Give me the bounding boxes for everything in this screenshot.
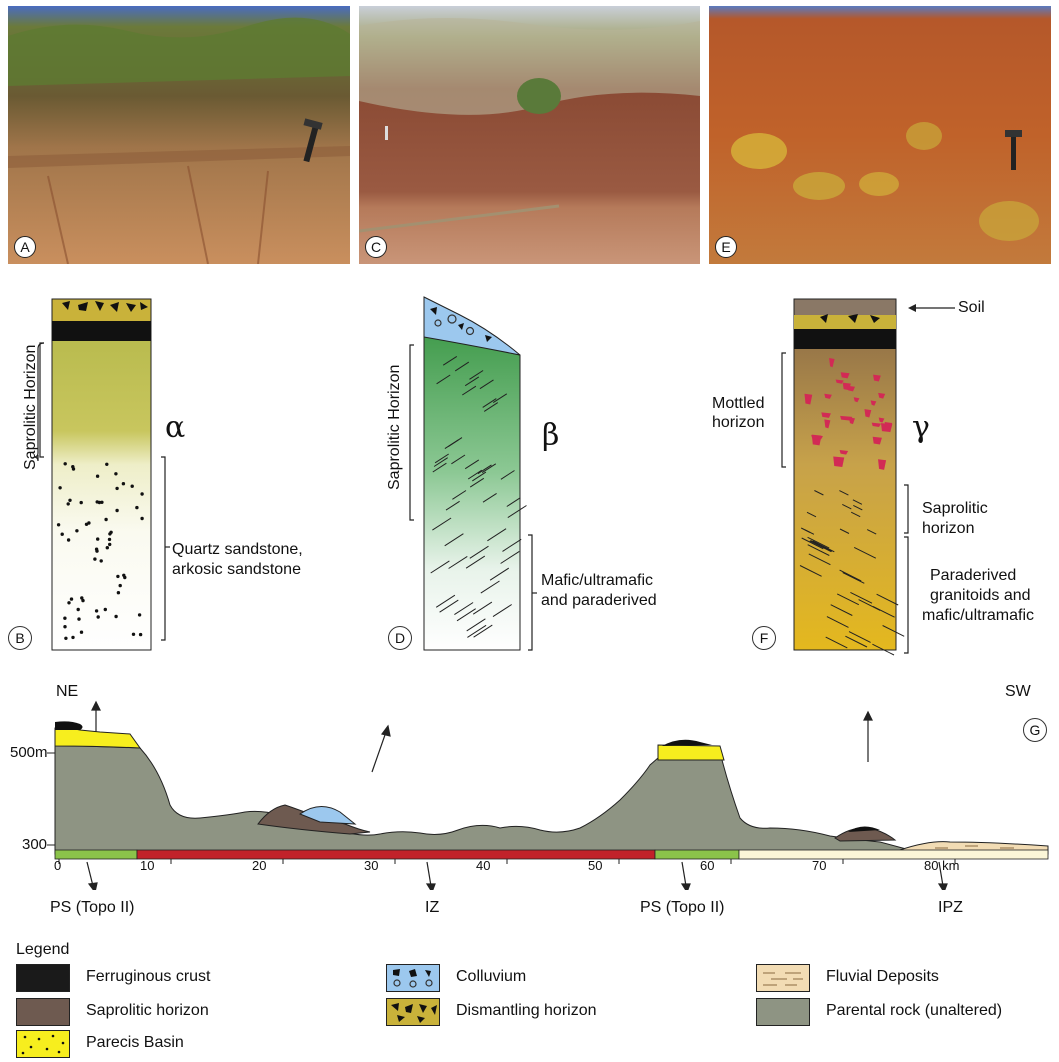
colluvium-icon <box>393 969 433 988</box>
y-tick-300: 300 <box>22 836 48 853</box>
legend-swatch-saprolitic <box>16 998 70 1026</box>
soil-arrow <box>908 304 955 312</box>
b-letter: B <box>8 626 32 650</box>
f-rock-line1: Paraderived <box>930 567 1017 584</box>
column-f <box>793 298 905 656</box>
d-rock-line2: and paraderived <box>541 592 657 609</box>
g-letter: G <box>1023 718 1047 742</box>
photo-e-label: E <box>715 236 737 258</box>
photo-a-image <box>8 6 350 264</box>
f-rock-line3: mafic/ultramafic <box>922 607 1035 624</box>
fluvial-icon <box>763 972 803 986</box>
ne-label: NE <box>56 683 79 700</box>
zone-label-ps-2: PS (Topo II) <box>640 899 725 916</box>
f-rock-line2: granitoids and <box>930 587 1031 604</box>
d-greek: β <box>542 418 560 453</box>
f-saprolitic-line2: horizon <box>922 520 975 537</box>
legend-swatch-ferruginous <box>16 964 70 992</box>
profile-svg <box>47 700 1049 890</box>
zone-label-ipz: IPZ <box>938 899 963 916</box>
d-rock-line1: Mafic/ultramafic <box>541 572 654 589</box>
f-mottled-line2: horizon <box>712 414 765 431</box>
legend-label-saprolitic: Saprolitic horizon <box>86 1002 209 1019</box>
x-tick: 40 <box>476 858 491 873</box>
dismantling-icon <box>391 1003 437 1023</box>
x-tick-labels: 0 10 20 30 40 50 60 70 80 km <box>0 858 1059 876</box>
brackets-svg <box>33 304 955 654</box>
legend-label-parecis: Parecis Basin <box>86 1034 184 1051</box>
zone-label-ps-1: PS (Topo II) <box>50 899 135 916</box>
x-tick: 20 <box>252 858 267 873</box>
b-greek: α <box>165 410 186 445</box>
y-tick-500: 500m <box>10 744 48 761</box>
x-tick: 10 <box>140 858 155 873</box>
legend-swatch-fluvial <box>756 964 810 992</box>
x-tick: 60 <box>700 858 715 873</box>
column-d <box>423 296 527 651</box>
f-letter: F <box>752 626 776 650</box>
b-rock-line1: Quartz sandstone, <box>172 541 303 558</box>
x-tick: 70 <box>812 858 827 873</box>
d-letter: D <box>388 626 412 650</box>
photo-e: E <box>709 6 1051 264</box>
legend-swatch-dismantling <box>386 998 440 1026</box>
photo-a: A <box>8 6 350 264</box>
x-tick: 30 <box>364 858 379 873</box>
legend-swatch-colluvium <box>386 964 440 992</box>
f-soil: Soil <box>958 299 985 316</box>
sw-label: SW <box>1005 683 1031 700</box>
parecis-dots-icon <box>21 1034 65 1055</box>
legend-label-parental: Parental rock (unaltered) <box>826 1002 1003 1019</box>
legend-label-fluvial: Fluvial Deposits <box>826 968 939 985</box>
b-rock-line2: arkosic sandstone <box>172 561 301 578</box>
f-mottled-line1: Mottled <box>712 395 765 412</box>
photo-c: C <box>359 6 700 264</box>
x-tick: 0 <box>54 858 62 873</box>
legend-label-ferruginous: Ferruginous crust <box>86 968 211 985</box>
photo-a-label: A <box>14 236 36 258</box>
profiles-svg <box>51 296 905 656</box>
x-tick: 50 <box>588 858 603 873</box>
legend-swatch-parental <box>756 998 810 1026</box>
x-tick: 80 km <box>924 858 960 873</box>
f-greek: γ <box>912 410 930 445</box>
legend-title: Legend <box>16 941 70 958</box>
photo-c-image <box>359 6 700 264</box>
legend-swatch-parecis <box>16 1030 70 1058</box>
photo-e-image <box>709 6 1051 264</box>
column-b <box>51 298 152 651</box>
f-saprolitic-line1: Saprolitic <box>922 500 988 517</box>
zone-label-iz: IZ <box>425 899 440 916</box>
legend-label-dismantling: Dismantling horizon <box>456 1002 597 1019</box>
legend-label-colluvium: Colluvium <box>456 968 527 985</box>
photo-c-label: C <box>365 236 387 258</box>
